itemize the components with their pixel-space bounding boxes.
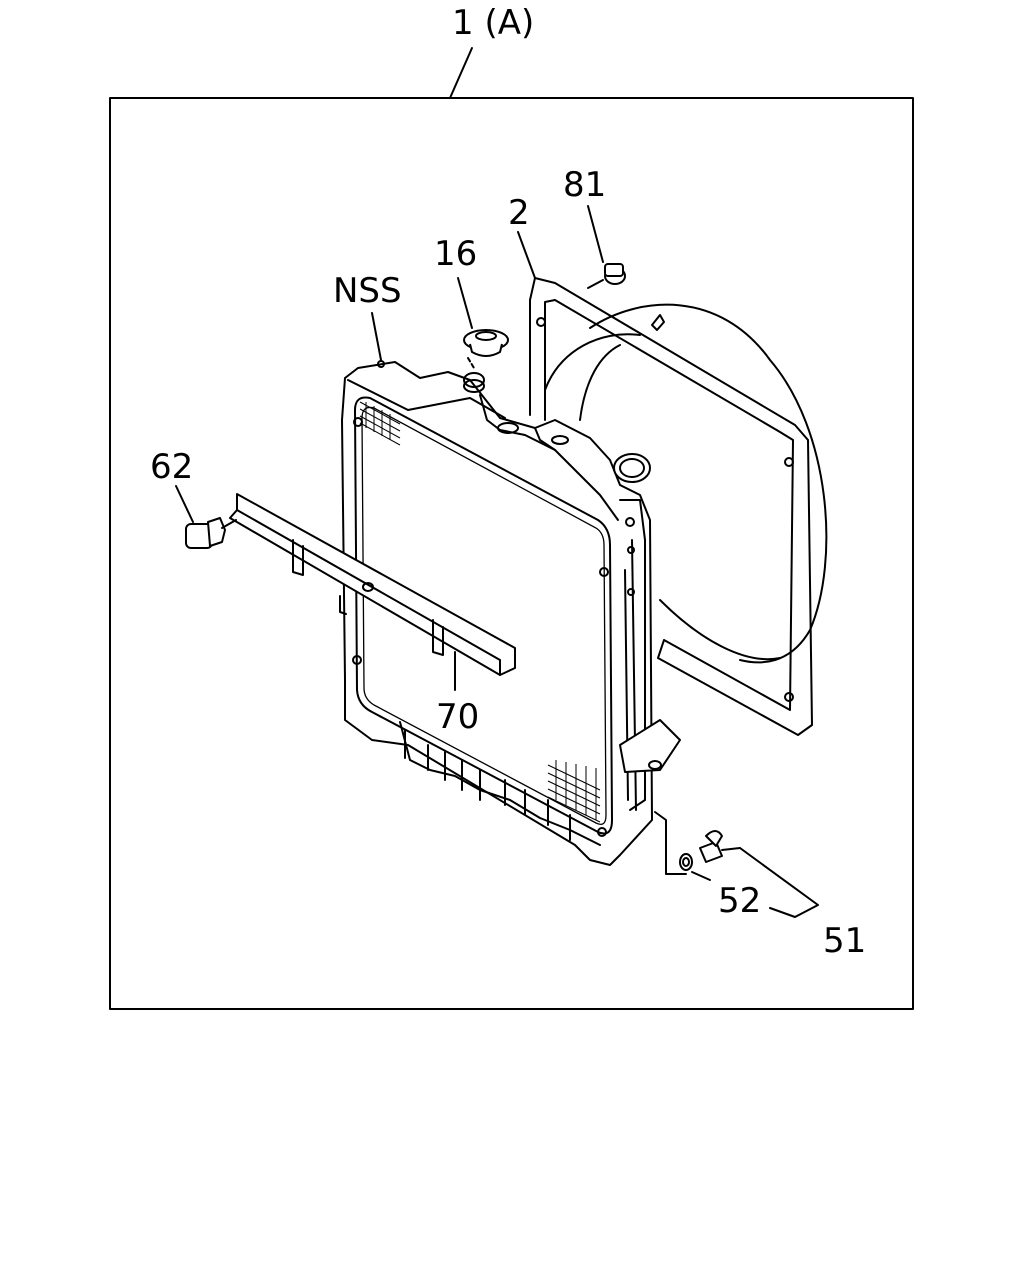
radiator-cap: [463, 329, 509, 357]
fan-shroud: [529, 277, 828, 736]
assembly-leader: [449, 47, 473, 99]
callout-70: 70: [436, 697, 479, 737]
radiator-core: [341, 360, 681, 866]
radiator-stay: [229, 493, 516, 676]
cap-leader: [467, 357, 475, 369]
callout-81: 81: [563, 165, 606, 205]
assembly-label: 1 (A): [452, 3, 534, 43]
bolt-81: [587, 263, 626, 289]
drain-plug-assembly: [654, 811, 741, 875]
assembly-frame: [109, 97, 914, 1010]
callout-51: 51: [823, 921, 866, 961]
callout-62: 62: [150, 447, 193, 487]
bolt-62: [185, 517, 237, 549]
leader-lines: [175, 205, 819, 918]
callout-2: 2: [508, 193, 530, 233]
callout-16: 16: [434, 234, 477, 274]
callout-52: 52: [718, 881, 761, 921]
callout-nss: NSS: [333, 271, 402, 311]
